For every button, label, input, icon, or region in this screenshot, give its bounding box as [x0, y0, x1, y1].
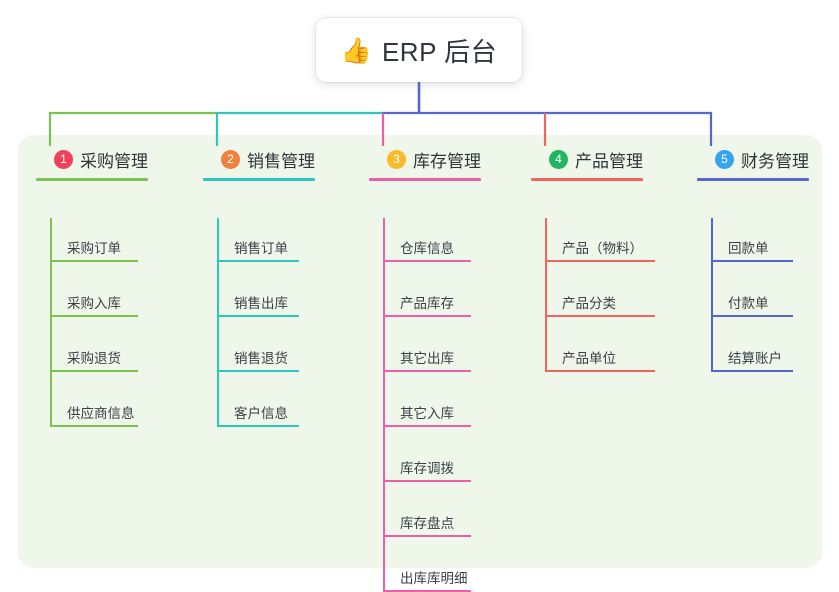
- branch-title-1: 采购管理: [80, 151, 148, 171]
- branch-item-label: 付款单: [728, 296, 769, 311]
- branch-spine-1: [50, 218, 52, 425]
- branch-header-3[interactable]: 3 库存管理: [369, 146, 481, 172]
- branch-item[interactable]: 仓库信息: [369, 238, 471, 262]
- branch-title-5: 财务管理: [741, 151, 809, 171]
- branch-item[interactable]: 采购退货: [36, 348, 138, 372]
- branch-item-label: 其它出库: [400, 351, 454, 366]
- branch-item[interactable]: 产品分类: [531, 293, 655, 317]
- branch-item-label: 采购入库: [67, 296, 121, 311]
- branch-column-5: 5 财务管理回款单付款单结算账户: [697, 146, 809, 372]
- branch-badge-4: 4: [549, 149, 568, 169]
- branch-item[interactable]: 销售出库: [203, 293, 299, 317]
- branch-item-label: 采购退货: [67, 351, 121, 366]
- branch-spine-2: [217, 218, 219, 425]
- branch-spine-4: [545, 218, 547, 370]
- branch-badge-1: 1: [54, 149, 73, 169]
- branch-item-label: 销售出库: [234, 296, 288, 311]
- branch-item-label: 销售退货: [234, 351, 288, 366]
- branch-item[interactable]: 结算账户: [697, 348, 793, 372]
- thumbs-up-icon: 👍: [340, 35, 372, 65]
- branch-item[interactable]: 客户信息: [203, 403, 299, 427]
- branch-spine-3: [383, 218, 385, 590]
- branch-item-label: 产品单位: [562, 351, 616, 366]
- branch-item[interactable]: 供应商信息: [36, 403, 138, 427]
- branch-item[interactable]: 产品库存: [369, 293, 471, 317]
- branch-item-label: 仓库信息: [400, 241, 454, 256]
- root-node-title: ERP 后台: [381, 36, 498, 67]
- branch-badge-3: 3: [387, 149, 406, 169]
- branch-item-underline: [217, 425, 299, 427]
- branch-item-underline: [50, 425, 138, 427]
- branch-item[interactable]: 库存盘点: [369, 513, 471, 537]
- branch-item-underline: [383, 590, 471, 592]
- branch-item[interactable]: 销售退货: [203, 348, 299, 372]
- branch-item-label: 其它入库: [400, 406, 454, 421]
- branch-item[interactable]: 回款单: [697, 238, 793, 262]
- branch-badge-5: 5: [715, 149, 734, 169]
- branch-item-underline: [545, 370, 655, 372]
- branch-item-underline: [217, 370, 299, 372]
- branch-item-label: 库存盘点: [400, 516, 454, 531]
- branch-underline-5: [697, 178, 809, 181]
- branch-item-underline: [545, 315, 655, 317]
- branch-item-underline: [711, 370, 793, 372]
- branch-item-label: 库存调拨: [400, 461, 454, 476]
- branch-header-4[interactable]: 4 产品管理: [531, 146, 643, 172]
- branch-item-underline: [217, 260, 299, 262]
- branch-header-1[interactable]: 1 采购管理: [36, 146, 148, 172]
- branch-header-5[interactable]: 5 财务管理: [697, 146, 809, 172]
- branch-item-label: 出库库明细: [400, 571, 468, 586]
- branch-item[interactable]: 产品单位: [531, 348, 655, 372]
- branch-item-label: 产品库存: [400, 296, 454, 311]
- branch-badge-2: 2: [221, 149, 240, 169]
- branch-item-underline: [50, 315, 138, 317]
- branch-item-label: 客户信息: [234, 406, 288, 421]
- branch-item[interactable]: 产品（物料）: [531, 238, 655, 262]
- branch-item[interactable]: 销售订单: [203, 238, 299, 262]
- branch-item[interactable]: 其它入库: [369, 403, 471, 427]
- branch-item-underline: [383, 315, 471, 317]
- branch-item-underline: [217, 315, 299, 317]
- branch-item-label: 产品（物料）: [562, 241, 643, 256]
- branch-column-2: 2 销售管理销售订单销售出库销售退货客户信息: [203, 146, 315, 427]
- branch-item[interactable]: 付款单: [697, 293, 793, 317]
- branch-underline-3: [369, 178, 481, 181]
- branch-underline-4: [531, 178, 643, 181]
- branch-item[interactable]: 其它出库: [369, 348, 471, 372]
- branch-title-2: 销售管理: [247, 151, 315, 171]
- branch-item[interactable]: 采购入库: [36, 293, 138, 317]
- branch-item-underline: [383, 370, 471, 372]
- branch-title-3: 库存管理: [413, 151, 481, 171]
- branch-item-underline: [545, 260, 655, 262]
- branch-item-underline: [50, 260, 138, 262]
- branch-header-2[interactable]: 2 销售管理: [203, 146, 315, 172]
- branch-item-underline: [711, 315, 793, 317]
- branch-spine-5: [711, 218, 713, 370]
- branch-item-underline: [711, 260, 793, 262]
- branches-panel: [18, 135, 822, 568]
- branch-item-underline: [383, 480, 471, 482]
- branch-item-underline: [383, 425, 471, 427]
- branch-item-label: 供应商信息: [67, 406, 135, 421]
- branch-item-underline: [383, 260, 471, 262]
- branch-item-label: 销售订单: [234, 241, 288, 256]
- branch-item-underline: [383, 535, 471, 537]
- branch-column-1: 1 采购管理采购订单采购入库采购退货供应商信息: [36, 146, 148, 427]
- branch-item[interactable]: 出库库明细: [369, 568, 471, 592]
- branch-item-label: 产品分类: [562, 296, 616, 311]
- branch-column-3: 3 库存管理仓库信息产品库存其它出库其它入库库存调拨库存盘点出库库明细: [369, 146, 481, 592]
- branch-item-label: 结算账户: [728, 351, 782, 366]
- branch-title-4: 产品管理: [575, 151, 643, 171]
- branch-item-underline: [50, 370, 138, 372]
- branch-item-label: 回款单: [728, 241, 769, 256]
- branch-underline-2: [203, 178, 315, 181]
- root-node-erp-backend[interactable]: 👍 ERP 后台: [316, 18, 522, 82]
- branch-column-4: 4 产品管理产品（物料） 产品分类产品单位: [531, 146, 655, 372]
- branch-item-label: 采购订单: [67, 241, 121, 256]
- branch-item[interactable]: 采购订单: [36, 238, 138, 262]
- branch-underline-1: [36, 178, 148, 181]
- branch-item[interactable]: 库存调拨: [369, 458, 471, 482]
